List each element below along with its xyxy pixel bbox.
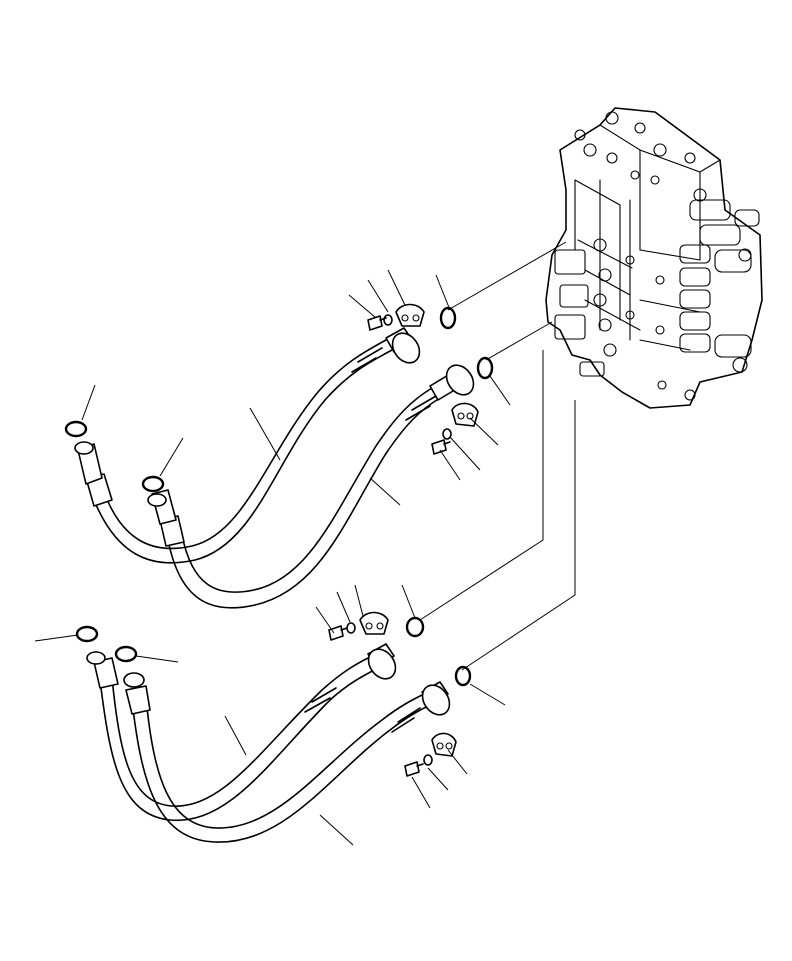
port-leader-lines <box>419 241 576 671</box>
control-valve-assembly <box>545 107 763 409</box>
bolts <box>328 315 451 777</box>
hydraulic-hose-upper-2 <box>147 364 475 609</box>
split-flange-halves <box>359 303 479 757</box>
hydraulic-hose-lower-2 <box>123 672 451 843</box>
o-ring <box>75 625 99 643</box>
o-ring <box>439 306 457 330</box>
o-ring <box>64 420 88 438</box>
o-ring <box>114 645 138 663</box>
callout-leaders <box>34 269 511 846</box>
o-ring <box>454 665 472 687</box>
hydraulic-hose-lower-1 <box>86 643 397 821</box>
hydraulic-hose-upper-1 <box>74 327 421 564</box>
o-ring <box>141 475 165 493</box>
o-ring <box>405 616 425 638</box>
o-ring <box>476 356 494 380</box>
lock-washers <box>346 314 452 766</box>
o-rings <box>64 306 494 687</box>
